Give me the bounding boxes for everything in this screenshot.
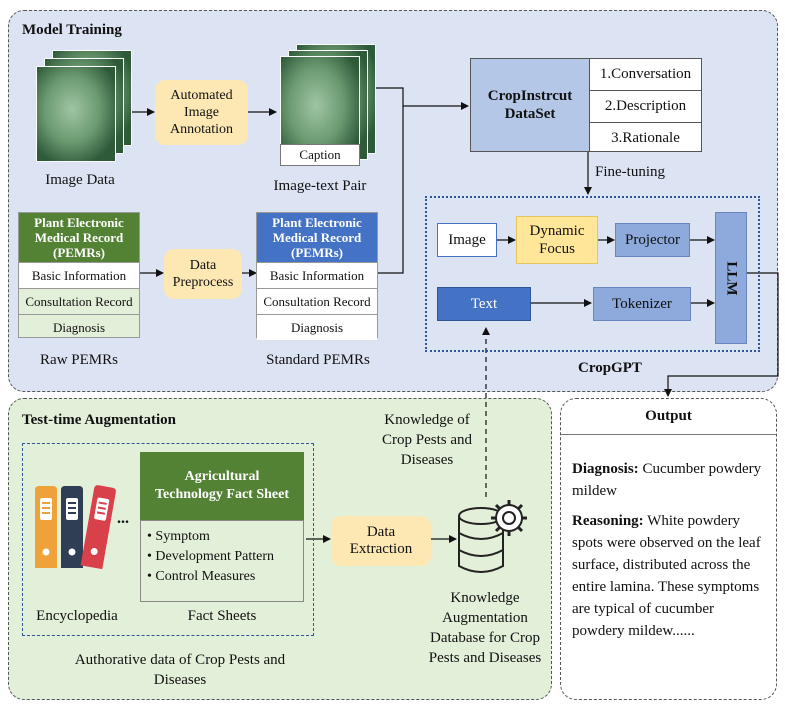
arrow-llm-to-output	[664, 272, 779, 397]
table-row: Basic Information	[19, 262, 139, 288]
leaf-image-icon	[36, 66, 116, 162]
automated-annotation-box: Automated Image Annotation	[155, 80, 248, 145]
cropgpt-image-box: Image	[437, 223, 497, 257]
std-pemr-table: Plant Electronic Medical Record (PEMRs) …	[256, 212, 378, 340]
table-row: Consultation Record	[257, 288, 377, 314]
output-panel	[560, 398, 777, 700]
raw-pemrs-label: Raw PEMRs	[40, 352, 118, 368]
cropgpt-label: CropGPT	[578, 360, 642, 376]
dataset-name: CropInstrcut DataSet	[487, 88, 573, 122]
arrow-pair-to-dataset	[376, 87, 469, 110]
authorative-data-label: Authorative data of Crop Pests and Disea…	[74, 652, 286, 688]
raw-pemr-table: Plant Electronic Medical Record (PEMRs) …	[18, 212, 140, 338]
caption-box: Caption	[280, 144, 360, 166]
finetune-label: Fine-tuning	[595, 164, 665, 180]
database-label: Knowledge Augmentation Database for Crop…	[428, 590, 542, 666]
table-row: Consultation Record	[19, 288, 139, 314]
std-pemr-header: Plant Electronic Medical Record (PEMRs)	[257, 213, 377, 262]
caption-label: Caption	[299, 147, 341, 162]
book-binder-icon	[35, 485, 116, 570]
image-text-pair-label: Image-text Pair	[273, 178, 367, 194]
diagnosis-key: Diagnosis:	[572, 461, 639, 477]
knowledge-label: Knowledge of Crop Pests and Diseases	[382, 412, 472, 468]
llm-label: LLM	[723, 260, 740, 296]
tta-title: Test-time Augmentation	[22, 412, 177, 428]
reasoning-key: Reasoning:	[572, 513, 644, 529]
data-preprocess-box: Data Preprocess	[164, 249, 242, 299]
authorative-data-box	[22, 443, 314, 636]
list-item: • Development Pattern	[147, 549, 274, 564]
data-extraction-box: Data Extraction	[331, 516, 431, 566]
cropgpt-box	[425, 196, 760, 352]
raw-pemr-header: Plant Electronic Medical Record (PEMRs)	[19, 213, 139, 262]
text-box: Text	[437, 287, 531, 321]
reasoning-value: White powdery spots were observed on the…	[572, 513, 761, 639]
output-divider	[561, 434, 776, 435]
llm-box: LLM	[715, 212, 747, 344]
output-title: Output	[645, 408, 692, 424]
standard-pemrs-label: Standard PEMRs	[266, 352, 370, 368]
output-diagnosis: Diagnosis: Cucumber powdery mildew	[572, 458, 768, 502]
encyclopedia-label: Encyclopedia	[36, 608, 118, 624]
model-training-title: Model Training	[22, 22, 122, 38]
projector-box: Projector	[615, 223, 690, 257]
arrow-std-to-dataset	[378, 106, 404, 274]
dataset-item: 1.Conversation	[590, 59, 701, 91]
fact-sheets-label: Fact Sheets	[187, 608, 257, 624]
cropinstruct-dataset-box: CropInstrcut DataSet	[470, 58, 590, 152]
table-row: Diagnosis	[257, 314, 377, 340]
dataset-items: 1.Conversation 2.Description 3.Rationale	[590, 58, 702, 152]
ellipsis-text: ...	[117, 510, 129, 527]
table-row: Basic Information	[257, 262, 377, 288]
list-item: • Symptom	[147, 529, 210, 544]
fact-sheet-header: Agricultural Technology Fact Sheet	[140, 452, 304, 520]
dataset-item: 3.Rationale	[611, 129, 680, 146]
database-gear-icon	[458, 500, 527, 573]
dataset-item: 2.Description	[590, 91, 701, 123]
diagnosis-value: Cucumber powdery mildew	[572, 461, 762, 499]
output-reasoning: Reasoning: White powdery spots were obse…	[572, 510, 768, 642]
fact-sheet-list: • Symptom • Development Pattern • Contro…	[140, 520, 304, 602]
list-item: • Control Measures	[147, 569, 256, 584]
tokenizer-box: Tokenizer	[593, 287, 691, 321]
image-data-label: Image Data	[45, 172, 115, 188]
table-row: Diagnosis	[19, 314, 139, 340]
dynamic-focus-box: Dynamic Focus	[516, 216, 598, 264]
